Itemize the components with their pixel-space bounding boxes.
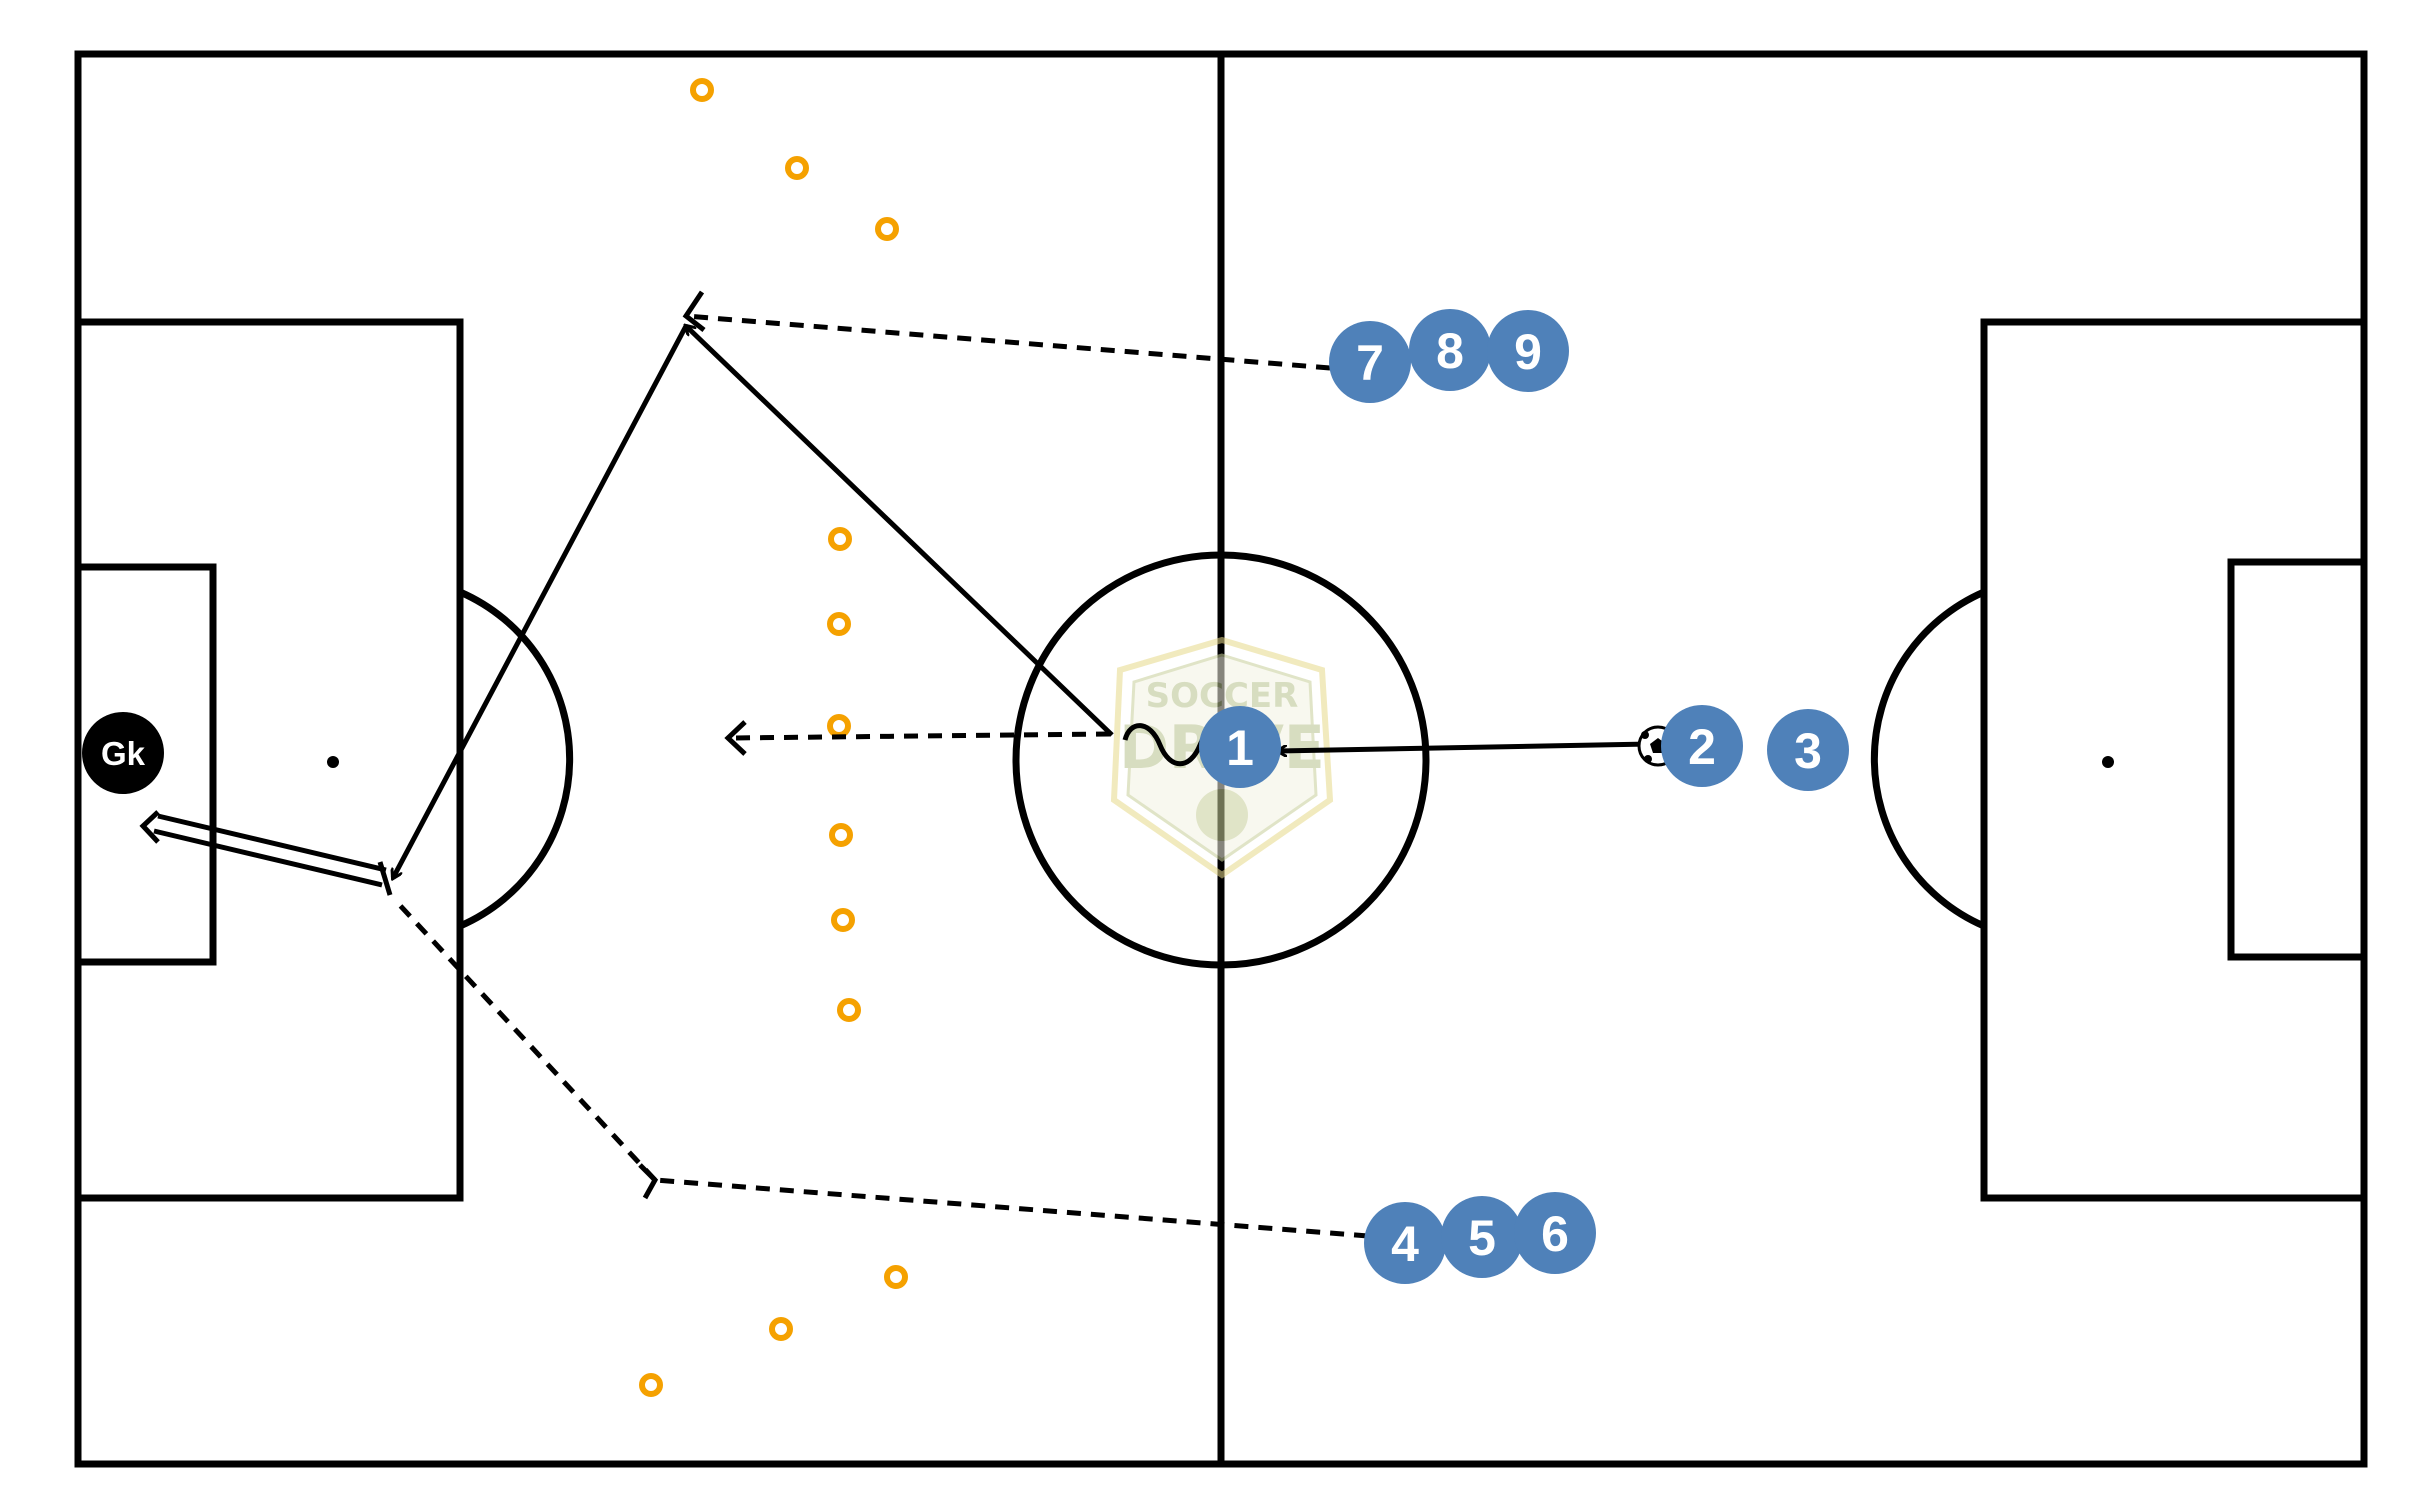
run-arrowhead-7 xyxy=(682,290,706,332)
cone-marker-icon xyxy=(831,908,855,932)
right-penalty-spot xyxy=(2102,756,2114,768)
player-3: 3 xyxy=(1767,709,1849,791)
cone-marker-icon xyxy=(769,1317,793,1341)
player-label: 9 xyxy=(1514,324,1542,380)
watermark-line1: SOCCER xyxy=(1146,676,1299,716)
player-marker xyxy=(1329,321,1411,403)
player-marker xyxy=(1441,1196,1523,1278)
cone-marker-icon xyxy=(639,1373,663,1397)
player-marker xyxy=(1364,1202,1446,1284)
player-marker xyxy=(1199,706,1281,788)
pass-line-2-to-1 xyxy=(1278,741,1651,751)
cone-marker-icon xyxy=(828,527,852,551)
player-2: 2 xyxy=(1661,705,1743,787)
goalkeeper: Gk xyxy=(82,712,164,794)
player-label: 5 xyxy=(1468,1210,1496,1266)
run-arrowhead-4 xyxy=(638,1163,659,1200)
center-circle xyxy=(1012,551,1430,969)
player-label: 8 xyxy=(1436,323,1464,379)
player-label: 4 xyxy=(1391,1216,1419,1272)
player-label: 2 xyxy=(1688,719,1716,775)
cone-marker-icon xyxy=(827,714,851,738)
player-4: 4 xyxy=(1364,1202,1446,1284)
left-penalty-spot xyxy=(327,756,339,768)
shot-line xyxy=(139,810,393,896)
player-9: 9 xyxy=(1487,310,1569,392)
pass-line-7-to-4 xyxy=(393,324,689,878)
left-penalty-arc xyxy=(458,588,574,930)
right-goal-box xyxy=(2227,558,2368,961)
cone-marker-icon xyxy=(837,998,861,1022)
player-label: 6 xyxy=(1541,1206,1569,1262)
player-1: 1 xyxy=(1199,706,1281,788)
right-penalty-box xyxy=(1980,318,2368,1202)
pass-line-1-to-7 xyxy=(686,326,1114,737)
player-marker xyxy=(1767,709,1849,791)
cone-marker-icon xyxy=(827,612,851,636)
player-marker xyxy=(1514,1192,1596,1274)
run-line-4 xyxy=(654,1177,1369,1239)
dashed-runs xyxy=(393,313,1369,1239)
run-arrowhead-1 xyxy=(724,720,747,756)
player-8: 8 xyxy=(1409,309,1491,391)
player-7: 7 xyxy=(1329,321,1411,403)
cone-marker-icon xyxy=(884,1265,908,1289)
player-6: 6 xyxy=(1514,1192,1596,1274)
cone-marker-icon xyxy=(690,78,714,102)
cone-marker-icon xyxy=(785,156,809,180)
player-marker xyxy=(1409,309,1491,391)
player-label: 3 xyxy=(1794,723,1822,779)
pitch-lines xyxy=(74,50,2368,1468)
movement-lines xyxy=(139,290,1651,1239)
run-line-4-to-shot xyxy=(393,898,657,1182)
run-line-7 xyxy=(685,313,1331,371)
left-goal-box xyxy=(74,563,217,966)
player-marker xyxy=(1661,705,1743,787)
cone-marker-icon xyxy=(829,823,853,847)
player-5: 5 xyxy=(1441,1196,1523,1278)
run-line-1 xyxy=(731,731,1111,741)
goalkeeper-label: Gk xyxy=(101,735,146,772)
player-label: 7 xyxy=(1356,335,1384,391)
player-label: 1 xyxy=(1226,720,1254,776)
cone-marker-icon xyxy=(875,217,899,241)
right-penalty-arc xyxy=(1870,588,1986,930)
player-marker xyxy=(1487,310,1569,392)
